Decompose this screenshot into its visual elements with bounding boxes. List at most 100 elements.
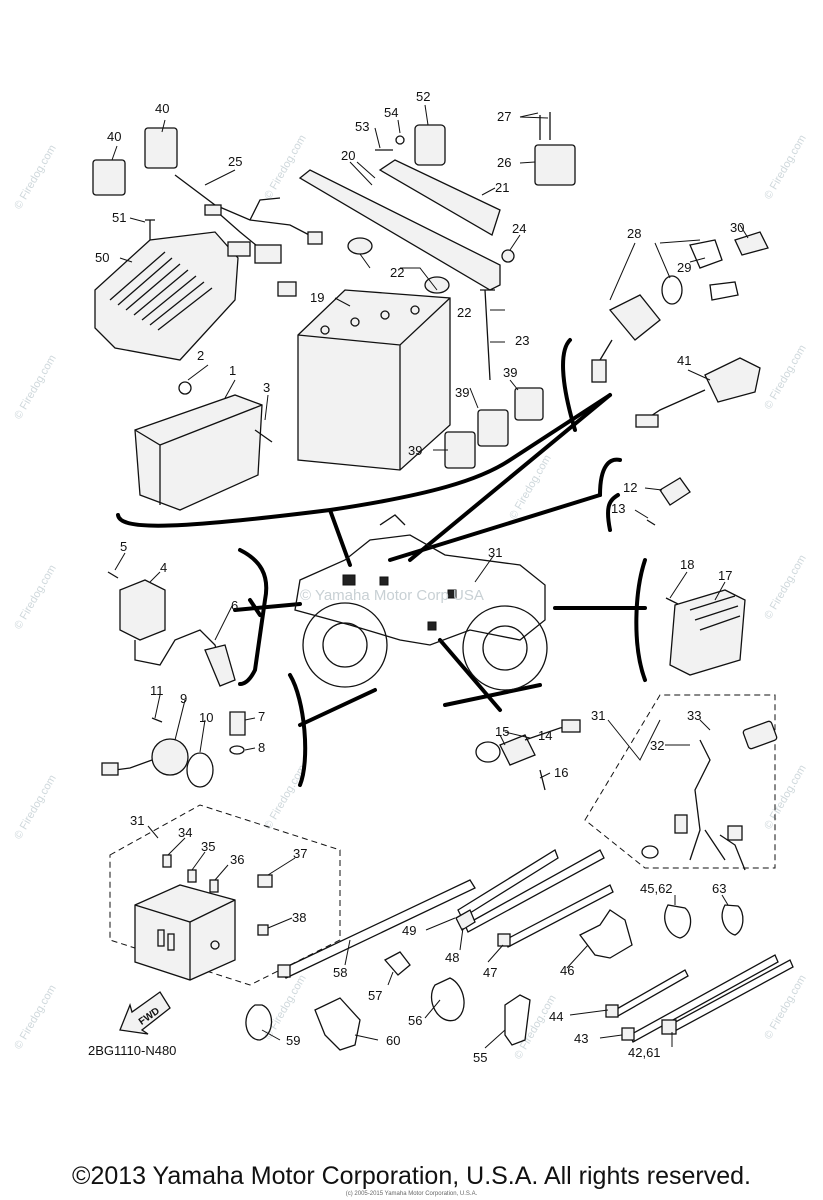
callout: 40: [107, 129, 121, 144]
callout: 60: [386, 1033, 400, 1048]
left-middle-section: [101, 571, 246, 788]
callout: 24: [512, 221, 526, 236]
callout: 47: [483, 965, 497, 980]
callout: 33: [687, 708, 701, 723]
callout: 30: [730, 220, 744, 235]
relay-40a: [144, 127, 178, 169]
speed-sensor: [499, 734, 536, 766]
callout: 27: [497, 109, 511, 124]
callout: 34: [178, 825, 192, 840]
atv-illustration: © Yamaha Motor Corp USA: [294, 514, 548, 691]
bottom-section: FWD 2BG1110-N480: [88, 804, 794, 1058]
leader-lines: [111, 104, 749, 1049]
section-dividers: [116, 338, 647, 787]
fuse-holder: [444, 431, 476, 469]
connector-33: [742, 720, 778, 750]
callout: 8: [258, 740, 265, 755]
callout: 39: [455, 385, 469, 400]
callout: 53: [355, 119, 369, 134]
harness-group-outline: [584, 694, 776, 869]
fuse-36: [209, 879, 219, 893]
callout: 12: [623, 480, 637, 495]
fuse-holder: [477, 409, 509, 447]
callout: 15: [495, 724, 509, 739]
callout: 31: [591, 708, 605, 723]
callout: 63: [712, 881, 726, 896]
main-switch: [608, 294, 661, 341]
callout: 42,61: [628, 1045, 661, 1060]
callout: 39: [408, 443, 422, 458]
watermark-text: © Firedog.com: [512, 993, 559, 1062]
callout: 39: [503, 365, 517, 380]
callout: 59: [286, 1033, 300, 1048]
callout: 2: [197, 348, 204, 363]
callout: 31: [130, 813, 144, 828]
fuse-38: [257, 924, 269, 936]
callout: 22: [390, 265, 404, 280]
fwd-arrow-icon: [119, 991, 171, 1035]
right-middle-section: [475, 477, 778, 871]
callout: 31: [488, 545, 502, 560]
callout: 40: [155, 101, 169, 116]
battery-band: [298, 169, 501, 291]
callout: 52: [416, 89, 430, 104]
callout: 9: [180, 691, 187, 706]
watermark-text: © Firedog.com: [762, 763, 809, 832]
clamp-59: [245, 1004, 273, 1041]
key: [734, 231, 769, 256]
callout: 35: [201, 839, 215, 854]
callout: 13: [611, 501, 625, 516]
fuse-box: [134, 884, 236, 981]
ignition-coil: [119, 579, 166, 641]
callout: 36: [230, 852, 244, 867]
sensor-12: [659, 477, 691, 506]
rear-wheel: [462, 605, 548, 691]
callout: 57: [368, 988, 382, 1003]
watermark-text: © Firedog.com: [12, 563, 59, 632]
callout: 26: [497, 155, 511, 170]
clamp-56: [430, 977, 465, 1022]
callout: 44: [549, 1009, 563, 1024]
callout: 14: [538, 728, 552, 743]
callout: 11: [150, 683, 164, 698]
fuse-holder: [514, 387, 544, 421]
fuse-37: [257, 874, 273, 888]
clamp-45: [664, 904, 692, 939]
watermark-text: © Firedog.com: [12, 143, 59, 212]
callout-labels: 40 40 25 51 50 20 53 54 52 27 26 21 24 2…: [95, 89, 744, 1065]
starter-relay: [414, 124, 446, 166]
callout: 41: [677, 353, 691, 368]
callout: 3: [263, 380, 270, 395]
callout: 6: [231, 598, 238, 613]
callout: 20: [341, 148, 355, 163]
copyright-fine-print: (c) 2005-2015 Yamaha Motor Corporation, …: [345, 1191, 478, 1197]
clamp-57: [383, 951, 411, 976]
battery-cover: [378, 159, 501, 236]
dc-socket: [704, 357, 761, 403]
callout: 16: [554, 765, 568, 780]
callout: 25: [228, 154, 242, 169]
callout: 10: [199, 710, 213, 725]
copyright-notice: ©2013 Yamaha Motor Corporation, U.S.A. A…: [72, 1162, 751, 1190]
callout: 55: [473, 1050, 487, 1065]
clamp-46: [579, 909, 633, 959]
callout: 32: [650, 738, 664, 753]
o-ring: [186, 752, 214, 788]
callout: 4: [160, 560, 167, 575]
callout: 37: [293, 846, 307, 861]
callout: 18: [680, 557, 694, 572]
plug-cap: [204, 644, 236, 687]
callout: 51: [112, 210, 126, 225]
clamp-63: [721, 904, 744, 936]
callout: 21: [495, 180, 509, 195]
bolt: [480, 289, 495, 381]
clamp-55: [504, 994, 531, 1046]
watermark-text: © Firedog.com: [262, 133, 309, 202]
battery: [297, 289, 451, 471]
watermark-text: © Firedog.com: [762, 343, 809, 412]
cable-tie-48: [464, 849, 605, 933]
damper: [424, 276, 450, 294]
top-section: [92, 112, 769, 511]
diagram-code: 2BG1110-N480: [88, 1043, 176, 1058]
ecu-case: [94, 231, 239, 361]
